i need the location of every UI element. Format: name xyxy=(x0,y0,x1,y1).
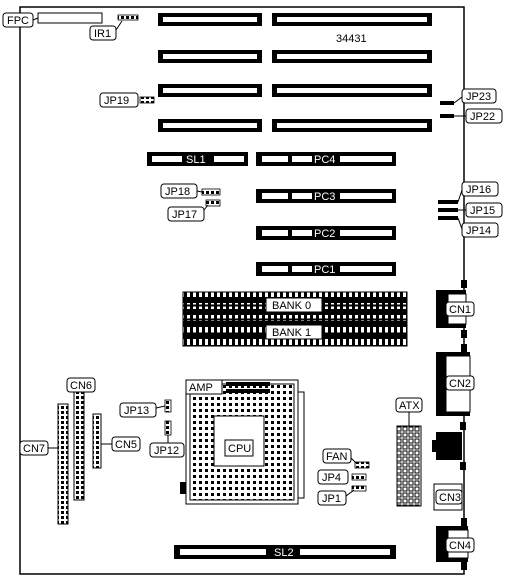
jp14-label-tag xyxy=(461,222,499,238)
fpc-label: FPC xyxy=(7,15,29,27)
bank1-label: BANK 1 xyxy=(272,327,311,339)
jp16-label: JP16 xyxy=(466,184,491,196)
cn7-label: CN7 xyxy=(23,443,45,455)
fpc-header xyxy=(37,12,103,24)
jp17-label-tag xyxy=(167,206,205,222)
board-model-number: 34431 xyxy=(336,33,367,45)
ir1-label: IR1 xyxy=(94,28,111,40)
ir1-header xyxy=(117,14,139,21)
socket-lever xyxy=(297,391,305,499)
fan-label: FAN xyxy=(326,451,347,463)
atx-label: ATX xyxy=(399,400,420,412)
bank0-label: BANK 0 xyxy=(272,300,311,312)
audio-connector xyxy=(436,432,462,460)
jp1-jumper xyxy=(351,485,367,492)
jp14-jumper xyxy=(438,216,458,220)
jp14-label: JP14 xyxy=(466,225,491,237)
pci-slot-pc4 xyxy=(256,152,396,166)
cn4-label: CN4 xyxy=(449,540,471,552)
fan-label-tag xyxy=(322,448,352,464)
sl1-slot xyxy=(147,152,248,166)
cn1-label: CN1 xyxy=(449,304,471,316)
cn6-label: CN6 xyxy=(70,380,92,392)
jp17-jumper xyxy=(205,199,221,207)
cn5-label: CN5 xyxy=(115,439,137,451)
jp13-jumper xyxy=(164,399,172,413)
pc1-label: PC1 xyxy=(314,264,335,276)
amp-label: AMP xyxy=(189,382,213,394)
jp12-label: JP12 xyxy=(154,445,179,457)
pci-slot-pc2 xyxy=(256,226,396,240)
fan-header xyxy=(354,461,370,469)
jp4-label-tag xyxy=(317,469,349,485)
isa-slots xyxy=(158,13,432,132)
jp4-label: JP4 xyxy=(322,472,341,484)
jp4-jumper xyxy=(351,473,367,481)
jp23-label: JP23 xyxy=(466,91,491,103)
jp19-label: JP19 xyxy=(104,95,129,107)
cn6-label-tag xyxy=(66,377,96,393)
sl2-label: SL2 xyxy=(274,547,294,559)
dimm-banks: BANK 0 BANK 1 xyxy=(182,291,408,347)
jp22-label: JP22 xyxy=(470,111,495,123)
pc3-label: PC3 xyxy=(314,191,335,203)
jp23-jumper xyxy=(440,101,454,105)
jp13-label: JP13 xyxy=(124,405,149,417)
jp12-label-tag xyxy=(149,442,185,458)
jp1-label-tag xyxy=(317,490,347,506)
jp16-label-tag xyxy=(461,181,499,197)
jp1-label: JP1 xyxy=(322,493,341,505)
pci-slots: PC4 PC3 PC2 PC1 xyxy=(256,152,396,276)
jp15-jumper xyxy=(438,208,458,212)
jp12-jumper xyxy=(164,420,172,436)
ir1-label-tag xyxy=(89,25,117,41)
jp18-jumper xyxy=(201,188,221,196)
pc2-label: PC2 xyxy=(314,228,335,240)
atx-power-connector xyxy=(396,425,422,507)
cn5-header xyxy=(92,413,102,469)
cn6-header xyxy=(73,391,85,501)
cpu-socket: CPU AMP xyxy=(180,379,305,505)
cn2-label: CN2 xyxy=(449,378,471,390)
sl1-label: SL1 xyxy=(186,154,206,166)
jp23-label-tag xyxy=(461,88,497,104)
pci-slot-pc1 xyxy=(256,262,396,276)
sl2-slot xyxy=(174,545,396,559)
jp17-label: JP17 xyxy=(172,209,197,221)
cpu-label: CPU xyxy=(228,443,251,455)
jp15-label: JP15 xyxy=(470,205,495,217)
jp19-label-tag xyxy=(99,92,139,108)
jp16-jumper xyxy=(438,200,458,204)
jp22-jumper xyxy=(440,114,454,118)
cn7-header xyxy=(57,403,69,525)
jp18-label: JP18 xyxy=(165,186,190,198)
pci-slot-pc3 xyxy=(256,189,396,203)
cn3-label: CN3 xyxy=(439,492,461,504)
pc4-label: PC4 xyxy=(314,154,335,166)
jp19-jumper xyxy=(139,96,155,104)
jp13-label-tag xyxy=(119,402,157,418)
